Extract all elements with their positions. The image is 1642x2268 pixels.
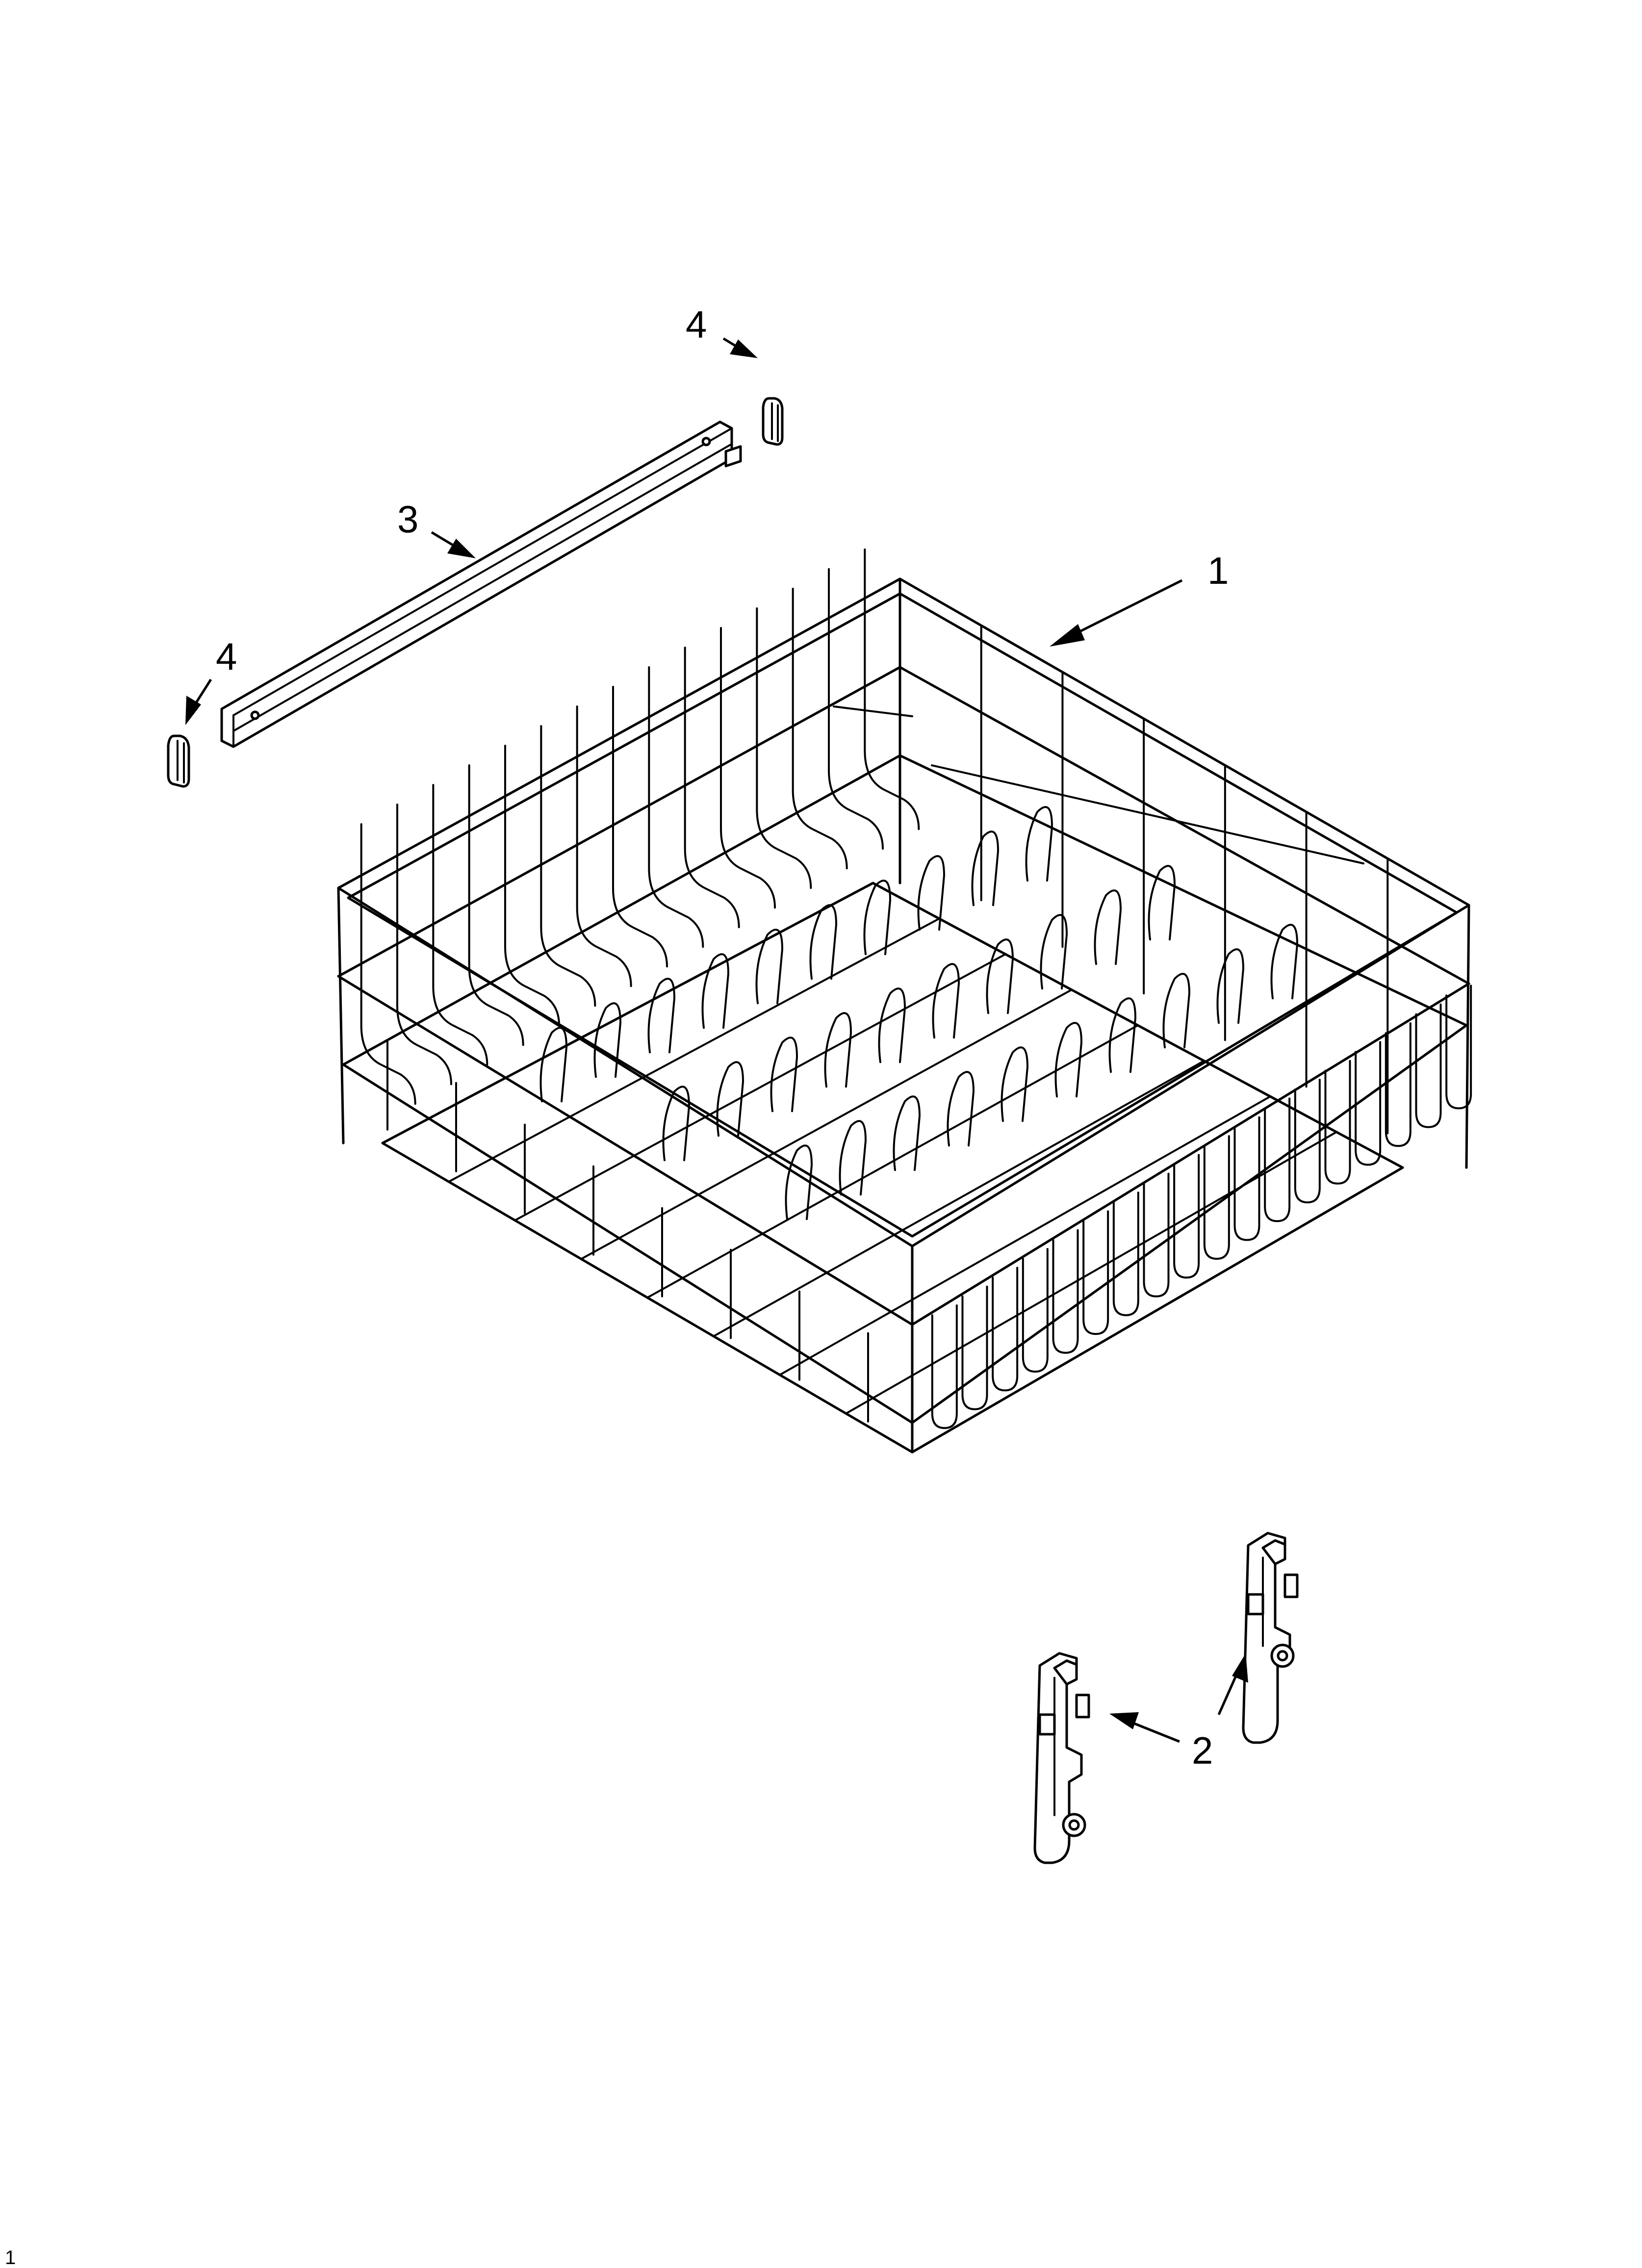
- rack-center-tine: [839, 1120, 867, 1196]
- rack-tine: [396, 804, 452, 1085]
- callout-4-left-label: 4: [216, 635, 237, 678]
- rack-center-tine: [785, 1145, 813, 1220]
- rack-center-tine: [1216, 948, 1245, 1024]
- callout-2-label: 2: [1192, 1729, 1213, 1772]
- rack-center-tine: [755, 929, 784, 1004]
- rack-center-tine: [1270, 924, 1299, 999]
- rack-center-tine: [947, 1071, 975, 1147]
- rack-tine: [756, 607, 812, 889]
- rack-tine: [648, 666, 704, 948]
- rack-center-tine: [971, 831, 1000, 906]
- rack-tine: [576, 705, 632, 987]
- rack-center-tine: [986, 938, 1014, 1014]
- rack-floor-wire: [646, 1024, 1139, 1299]
- rack-center-tine: [1108, 997, 1137, 1073]
- rack-center-tine: [647, 978, 676, 1053]
- callout-1: 1: [1050, 549, 1229, 647]
- callout-2: 2: [1109, 1653, 1248, 1772]
- rack-front-loop: [1385, 1022, 1411, 1147]
- rack-center-tine: [701, 953, 730, 1029]
- rack-front-loop: [1445, 985, 1472, 1110]
- rack-back-wire: [833, 705, 913, 717]
- rack-center-tine: [539, 1027, 568, 1102]
- rail-end-cap: [762, 397, 784, 446]
- rack-tine: [504, 745, 560, 1026]
- rack-back-wire: [931, 764, 1364, 864]
- rail-end-cap: [167, 734, 190, 788]
- callout-4-top: 4: [686, 303, 758, 358]
- rack-center-tine: [809, 904, 838, 980]
- rack-center-tine: [1040, 914, 1068, 990]
- rack-front-loop: [1355, 1041, 1382, 1166]
- rack-center-tine: [1148, 865, 1176, 940]
- page-number: 1: [5, 2247, 16, 2268]
- rack-floor-wire: [580, 989, 1073, 1260]
- rack-center-tine: [770, 1037, 798, 1112]
- rack-front-loop: [1294, 1078, 1321, 1203]
- rack-rail: [220, 420, 742, 748]
- rack-front-loop: [1173, 1154, 1200, 1279]
- callout-1-label: 1: [1207, 549, 1229, 592]
- rack-front-loop: [1324, 1060, 1351, 1185]
- rack-tine: [828, 568, 884, 850]
- rack-center-tine: [1054, 1022, 1083, 1097]
- rack-adjuster: [1242, 1532, 1299, 1744]
- rack-front-loop: [1052, 1229, 1079, 1354]
- rack-center-tine: [1094, 889, 1122, 965]
- rack-tine: [540, 725, 596, 1007]
- rack-front-loop: [1112, 1191, 1139, 1316]
- rack-center-tine: [932, 963, 960, 1039]
- callout-3: 3: [397, 497, 476, 558]
- rack-front-loop: [1415, 1003, 1442, 1128]
- rack-front-loop: [1082, 1210, 1109, 1335]
- rack-front-loop: [1264, 1097, 1291, 1223]
- rack-tine: [468, 764, 524, 1046]
- rack-center-tine: [863, 880, 892, 955]
- rack-center-tine: [824, 1012, 852, 1088]
- rack-floor-wire: [514, 953, 1006, 1222]
- rack-tine: [432, 784, 488, 1066]
- rack-center-tine: [893, 1095, 921, 1171]
- rack-floor-wire: [779, 1095, 1271, 1376]
- rack-front-loop: [961, 1285, 988, 1410]
- rack-floor-wire: [448, 917, 940, 1183]
- callout-4-left: 4: [185, 635, 237, 725]
- callout-4-top-label: 4: [686, 303, 707, 346]
- rack-front-loop: [992, 1267, 1019, 1392]
- rack-front-loop: [1143, 1173, 1170, 1298]
- rack-tine: [792, 588, 848, 869]
- rack-tine: [360, 823, 416, 1105]
- rack-front-loop: [1022, 1248, 1049, 1373]
- rack-tine: [684, 647, 740, 928]
- rack-front-loop: [931, 1304, 958, 1429]
- rack-adjuster: [1033, 1652, 1090, 1864]
- rack-center-tine: [716, 1061, 744, 1137]
- callout-3-label: 3: [397, 497, 418, 541]
- rack-center-tine: [1001, 1046, 1029, 1122]
- rack-center-tine: [1025, 806, 1053, 882]
- rack-center-tine: [917, 855, 946, 931]
- rack-floor-wire: [845, 1131, 1337, 1415]
- rack-tine: [864, 548, 920, 830]
- rack-tine: [720, 627, 776, 909]
- rack-center-tine: [593, 1002, 622, 1078]
- dishrack: [337, 548, 1472, 1454]
- rack-front-loop: [1233, 1116, 1260, 1241]
- rack-front-loop: [1203, 1135, 1230, 1260]
- rack-floor-wire: [713, 1060, 1205, 1337]
- rack-tine: [612, 686, 668, 967]
- rack-center-tine: [1162, 973, 1191, 1048]
- rack-center-tine: [878, 988, 906, 1063]
